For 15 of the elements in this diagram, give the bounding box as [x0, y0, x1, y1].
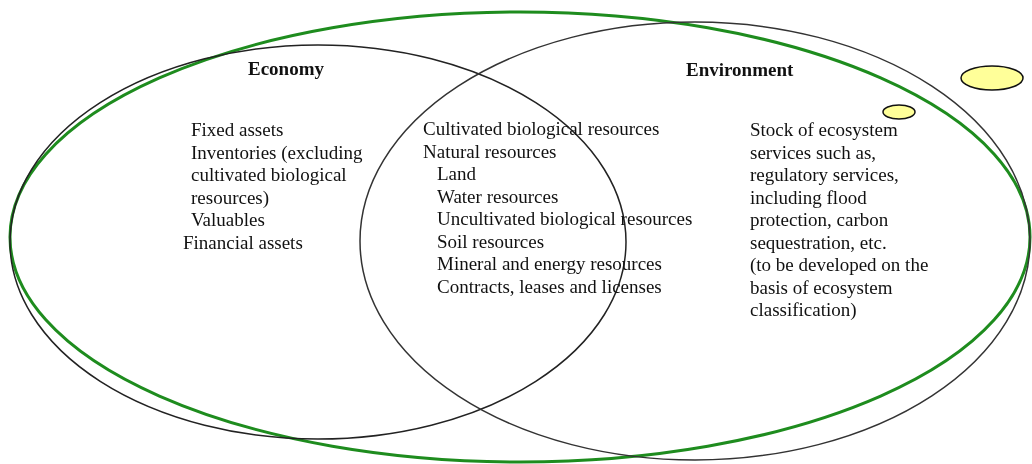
ellipse-shape	[961, 66, 1023, 90]
ellipse-shape	[883, 105, 915, 119]
ellipse-shape	[10, 12, 1030, 462]
list-item: Natural resources	[423, 140, 557, 163]
list-item: Fixed assets	[191, 119, 285, 142]
list-item: Valuables	[191, 209, 266, 232]
list-item: Water resources	[437, 185, 559, 208]
list-item: (to be developed on the basis of ecosystem classification)	[750, 254, 930, 322]
list-item: Soil resources	[437, 230, 545, 253]
circle-heading: Environment	[686, 58, 794, 82]
list-item: Stock of ecosystem services such as, regulatory services, including flood protection, carbon sequestration, etc.	[750, 119, 900, 254]
circle-heading: Economy	[248, 57, 324, 81]
list-item: Inventories (excluding cultivated biological resources)	[191, 141, 364, 209]
list-item: Land	[437, 163, 477, 186]
list-item: Financial assets	[183, 231, 304, 254]
